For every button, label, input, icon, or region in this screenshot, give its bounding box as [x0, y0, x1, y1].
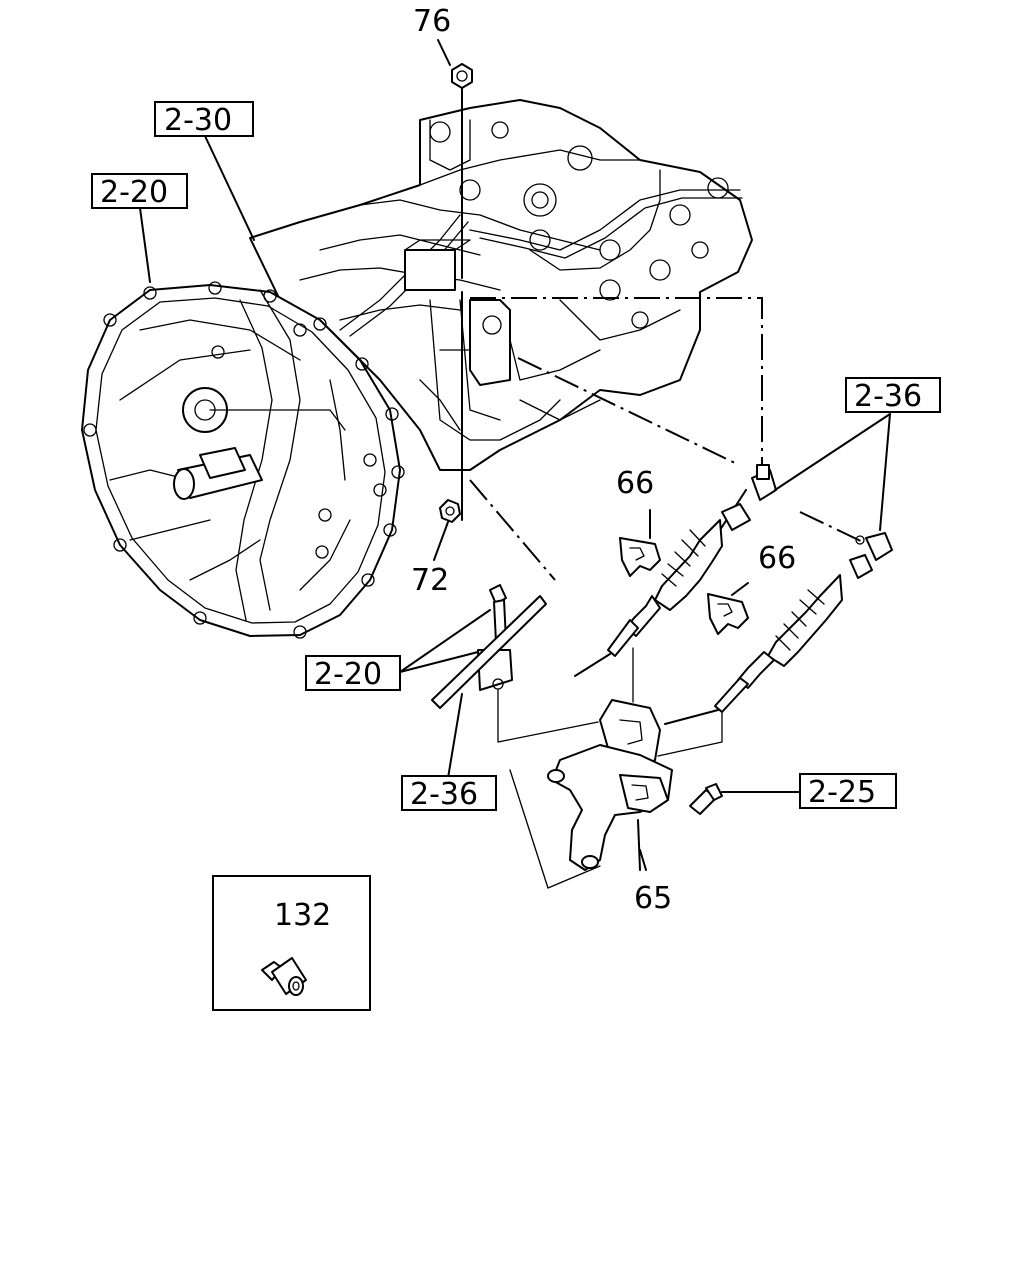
reference-box-2-25[interactable]: 2-25	[799, 773, 897, 810]
reference-label-2-25: 2-25	[808, 775, 876, 810]
center-line-upper	[470, 297, 763, 468]
bolt-2-25	[689, 783, 801, 815]
clip-66-lower	[707, 593, 749, 635]
leader-65	[639, 849, 647, 871]
leader-66-lower	[731, 582, 749, 596]
nut-76	[437, 39, 473, 279]
leader-2-20-top	[139, 207, 151, 283]
center-line-mount	[469, 479, 556, 581]
center-line-cable-b	[799, 511, 866, 544]
reference-label-2-20-mid: 2-20	[314, 657, 382, 692]
shift-cable-2	[664, 532, 893, 725]
leader-2-30	[204, 135, 255, 241]
bell-housing	[81, 281, 405, 639]
reference-box-2-36-right[interactable]: 2-36	[845, 377, 941, 414]
mount-link-line-right	[657, 711, 723, 757]
reference-box-2-20-top[interactable]: 2-20	[91, 173, 188, 210]
leader-2-36-right-a	[774, 413, 891, 491]
inset-part-132: 132	[212, 875, 371, 1011]
callout-72: 72	[411, 563, 449, 598]
mount-bracket-65	[547, 699, 673, 871]
callout-labels: 76 72 66 66 65	[411, 4, 796, 916]
reference-label-2-20-top: 2-20	[100, 175, 168, 210]
reference-label-2-36-left: 2-36	[410, 777, 478, 812]
callout-66-upper: 66	[616, 466, 654, 501]
shift-rod-2-36	[399, 584, 547, 779]
clip-66-upper	[619, 537, 661, 577]
reference-box-2-30[interactable]: 2-30	[154, 101, 254, 138]
shift-cable-1	[574, 464, 777, 677]
nut-72	[433, 291, 463, 561]
callout-76: 76	[413, 4, 451, 39]
callout-66-lower: 66	[758, 541, 796, 576]
reference-box-2-36-left[interactable]: 2-36	[401, 775, 497, 812]
callout-65: 65	[634, 881, 672, 916]
leader-2-36-right-b	[879, 413, 891, 531]
transmission-assembly	[249, 99, 753, 471]
reference-label-2-36-right: 2-36	[854, 379, 922, 414]
mount-link-line-left	[497, 689, 599, 743]
reference-box-2-20-mid[interactable]: 2-20	[305, 655, 401, 692]
callout-132: 132	[274, 898, 331, 933]
reference-label-2-30: 2-30	[164, 103, 232, 138]
mount-link-line-bottom	[509, 769, 601, 889]
